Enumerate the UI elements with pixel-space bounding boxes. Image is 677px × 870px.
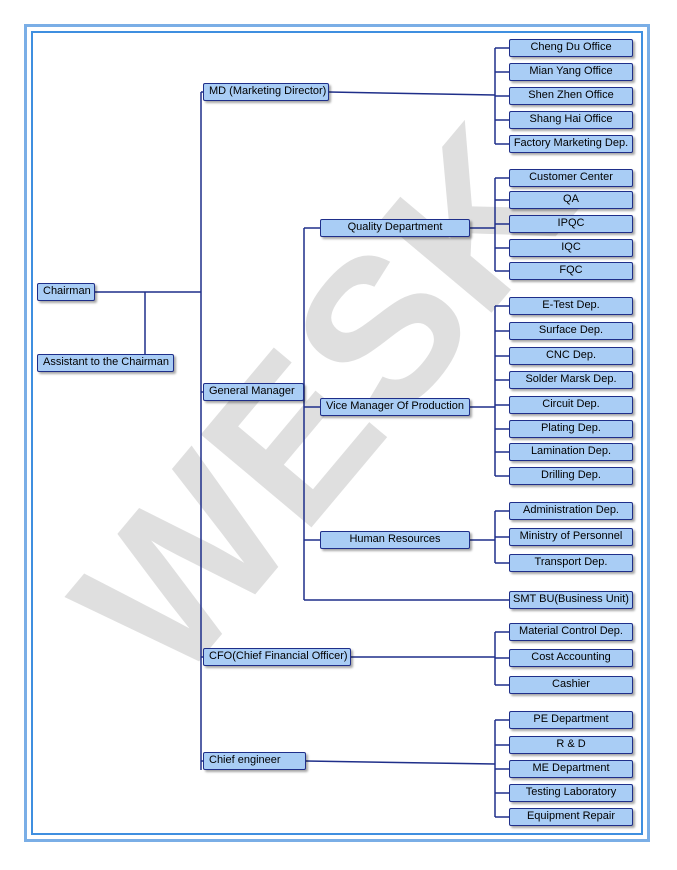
human-resources-box: Human Resources bbox=[320, 531, 470, 549]
quality-department-box: Quality Department bbox=[320, 219, 470, 237]
production-unit-box: Surface Dep. bbox=[509, 322, 633, 340]
inner-frame bbox=[31, 31, 643, 835]
quality-unit-box: Customer Center bbox=[509, 169, 633, 187]
vice-manager-box: Vice Manager Of Production bbox=[320, 398, 470, 416]
cfo-unit-box: Cost Accounting bbox=[509, 649, 633, 667]
engineering-unit-box: PE Department bbox=[509, 711, 633, 729]
chief-engineer-box: Chief engineer bbox=[203, 752, 306, 770]
office-box: Mian Yang Office bbox=[509, 63, 633, 81]
engineering-unit-box: ME Department bbox=[509, 760, 633, 778]
cfo-box: CFO(Chief Financial Officer) bbox=[203, 648, 351, 666]
quality-unit-box: IPQC bbox=[509, 215, 633, 233]
production-unit-box: Drilling Dep. bbox=[509, 467, 633, 485]
assistant-box: Assistant to the Chairman bbox=[37, 354, 174, 372]
production-unit-box: E-Test Dep. bbox=[509, 297, 633, 315]
hr-unit-box: Transport Dep. bbox=[509, 554, 633, 572]
hr-unit-box: Ministry of Personnel bbox=[509, 528, 633, 546]
production-unit-box: CNC Dep. bbox=[509, 347, 633, 365]
office-box: Cheng Du Office bbox=[509, 39, 633, 57]
engineering-unit-box: Equipment Repair bbox=[509, 808, 633, 826]
hr-unit-box: Administration Dep. bbox=[509, 502, 633, 520]
smt-bu-box: SMT BU(Business Unit) bbox=[509, 591, 633, 609]
cfo-unit-box: Cashier bbox=[509, 676, 633, 694]
office-box: Shang Hai Office bbox=[509, 111, 633, 129]
production-unit-box: Plating Dep. bbox=[509, 420, 633, 438]
engineering-unit-box: Testing Laboratory bbox=[509, 784, 633, 802]
production-unit-box: Circuit Dep. bbox=[509, 396, 633, 414]
production-unit-box: Solder Marsk Dep. bbox=[509, 371, 633, 389]
md-box: MD (Marketing Director) bbox=[203, 83, 329, 101]
quality-unit-box: FQC bbox=[509, 262, 633, 280]
office-box: Factory Marketing Dep. bbox=[509, 135, 633, 153]
quality-unit-box: QA bbox=[509, 191, 633, 209]
production-unit-box: Lamination Dep. bbox=[509, 443, 633, 461]
office-box: Shen Zhen Office bbox=[509, 87, 633, 105]
chairman-box: Chairman bbox=[37, 283, 95, 301]
engineering-unit-box: R & D bbox=[509, 736, 633, 754]
outer-frame bbox=[24, 24, 650, 842]
cfo-unit-box: Material Control Dep. bbox=[509, 623, 633, 641]
gm-box: General Manager bbox=[203, 383, 304, 401]
quality-unit-box: IQC bbox=[509, 239, 633, 257]
